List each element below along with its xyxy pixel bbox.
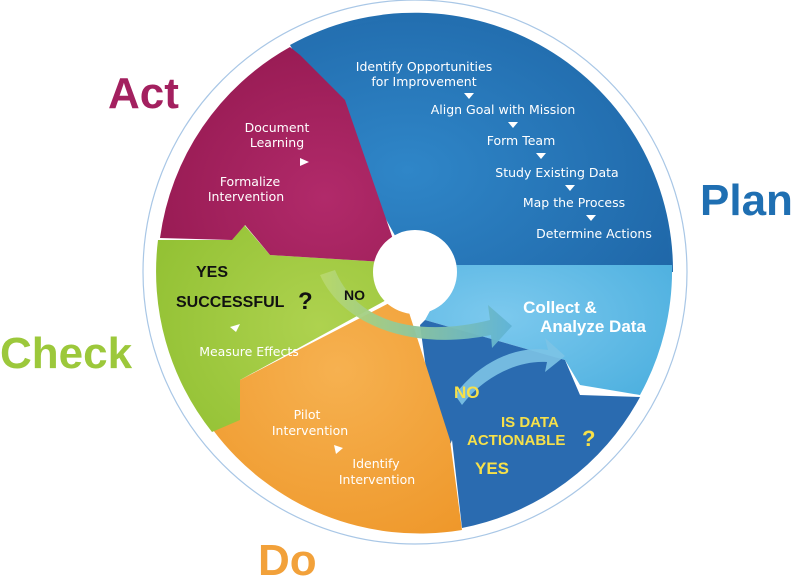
do-step-2-line1: Identify	[352, 456, 400, 471]
collect-analyze-sector	[425, 265, 673, 395]
phase-label-check: Check	[0, 329, 133, 378]
act-step-1-line2: Learning	[250, 135, 304, 150]
do-step-1-line1: Pilot	[294, 407, 321, 422]
plan-step-1-line1: Identify Opportunities	[356, 59, 492, 74]
check-step-1: Measure Effects	[199, 344, 299, 359]
do-step-marker	[334, 445, 343, 454]
act-step-2-line2: Intervention	[208, 189, 284, 204]
phase-label-plan: Plan	[700, 176, 791, 225]
center-hub	[373, 230, 457, 314]
outer-ring	[142, 0, 688, 545]
phase-label-act: Act	[108, 69, 179, 118]
plan-step-4: Study Existing Data	[495, 165, 618, 180]
actionable-question-line1: IS DATA	[501, 414, 559, 431]
do-step-1-line2: Intervention	[272, 423, 348, 438]
successful-no: NO	[344, 287, 365, 303]
plan-step-6: Determine Actions	[536, 226, 652, 241]
act-sector	[160, 47, 395, 262]
act-step-marker	[300, 158, 309, 166]
collect-label-line1: Collect &	[523, 298, 597, 317]
check-step-marker	[230, 324, 240, 332]
actionable-sector	[420, 320, 640, 528]
successful-question: SUCCESSFUL	[176, 294, 285, 311]
do-step-2-line2: Intervention	[339, 472, 415, 487]
phase-label-do: Do	[258, 536, 317, 579]
actionable-question-line2: ACTIONABLE	[467, 432, 565, 449]
do-sector	[213, 300, 462, 534]
actionable-yes: YES	[475, 459, 509, 478]
act-step-1-line1: Document	[245, 120, 310, 135]
plan-sector-body	[295, 17, 670, 273]
plan-step-markers	[464, 93, 596, 221]
actionable-question-mark: ?	[582, 426, 595, 451]
actionable-no: NO	[454, 383, 480, 402]
collect-label-line2: Analyze Data	[540, 317, 646, 336]
plan-step-2: Align Goal with Mission	[431, 102, 576, 117]
plan-step-5: Map the Process	[523, 195, 625, 210]
act-step-2-line1: Formalize	[220, 174, 281, 189]
plan-step-3: Form Team	[487, 133, 556, 148]
plan-step-1-line2: for Improvement	[371, 74, 476, 89]
successful-question-mark: ?	[298, 288, 313, 315]
successful-yes: YES	[196, 264, 228, 281]
no-arrow-to-collect	[320, 270, 512, 348]
no-arrow-to-collect-2	[455, 338, 565, 405]
